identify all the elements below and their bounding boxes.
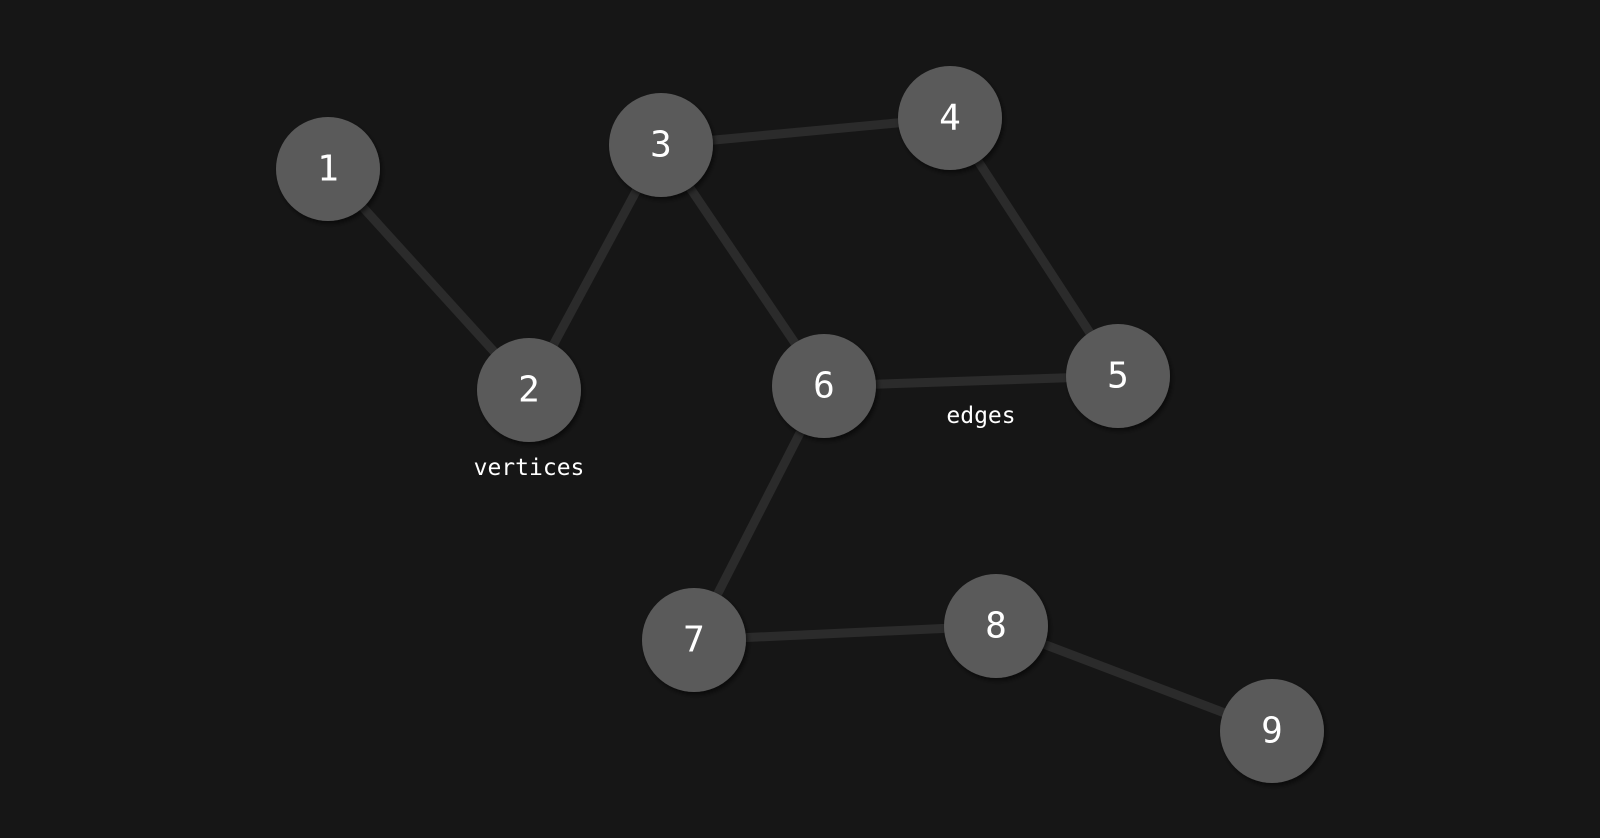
edges-caption: edges <box>946 403 1015 429</box>
vertex-7: 7 <box>642 588 746 692</box>
vertex-1: 1 <box>276 117 380 221</box>
vertex-8: 8 <box>944 574 1048 678</box>
vertex-label: 5 <box>1107 356 1129 397</box>
vertex-label: 7 <box>683 620 705 661</box>
vertex-4: 4 <box>898 66 1002 170</box>
vertex-circle <box>642 588 746 692</box>
vertex-circle <box>1220 679 1324 783</box>
vertex-2: 2 <box>477 338 581 442</box>
vertex-circle <box>1066 324 1170 428</box>
vertex-label: 1 <box>317 149 339 190</box>
vertex-circle <box>477 338 581 442</box>
vertex-circle <box>898 66 1002 170</box>
nodes-layer: 1 2 3 4 5 6 7 8 9 <box>276 66 1324 783</box>
vertex-circle <box>772 334 876 438</box>
vertex-3: 3 <box>609 93 713 197</box>
vertex-label: 4 <box>939 98 961 139</box>
vertex-circle <box>276 117 380 221</box>
vertex-label: 2 <box>518 370 540 411</box>
vertices-caption: vertices <box>474 455 585 481</box>
vertex-5: 5 <box>1066 324 1170 428</box>
vertex-label: 3 <box>650 125 672 166</box>
vertex-9: 9 <box>1220 679 1324 783</box>
vertex-label: 9 <box>1261 711 1283 752</box>
vertex-label: 8 <box>985 606 1007 647</box>
vertex-label: 6 <box>813 366 835 407</box>
vertex-circle <box>944 574 1048 678</box>
vertex-6: 6 <box>772 334 876 438</box>
vertex-circle <box>609 93 713 197</box>
